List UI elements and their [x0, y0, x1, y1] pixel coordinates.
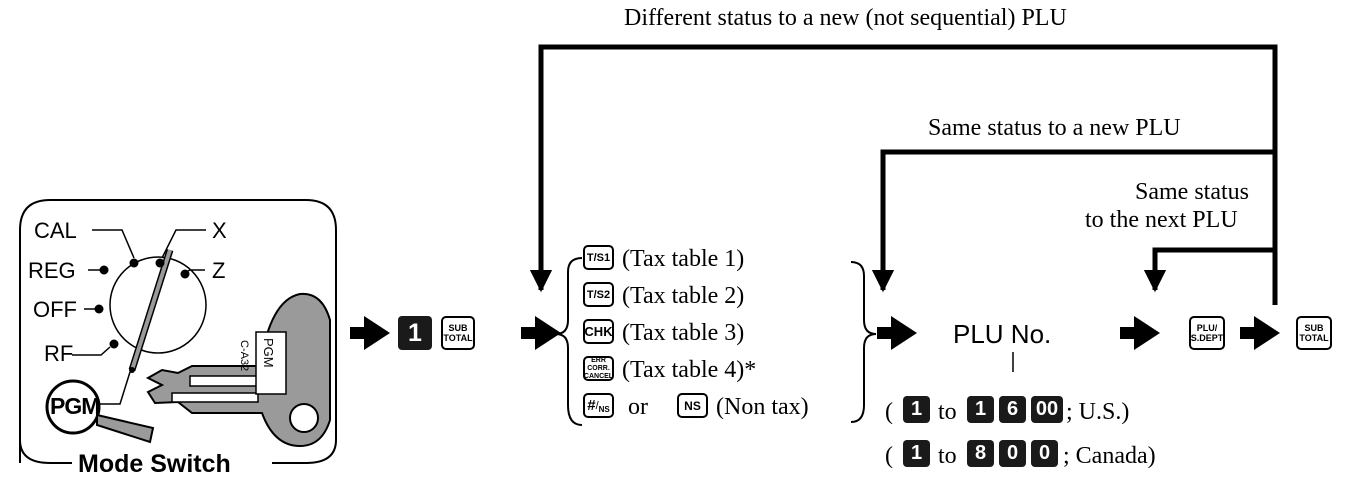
tax-option-2: (Tax table 2)	[622, 283, 745, 309]
flow-arrow-2	[521, 316, 561, 350]
mode-pos-z: Z	[212, 258, 226, 283]
mode-pos-off: OFF	[33, 297, 77, 322]
us-from-key: 1	[903, 396, 930, 423]
ca-from-key: 1	[903, 440, 930, 467]
label-same-status-new: Same status to a new PLU	[928, 115, 1181, 141]
plu-no-label: PLU No.	[953, 319, 1052, 349]
tax-option-nontax: (Non tax)	[716, 394, 809, 420]
or-text: or	[628, 394, 648, 420]
pgm-badge: PGM	[50, 393, 100, 419]
chk-key[interactable]: CHK	[583, 319, 614, 344]
ca-suffix: ; Canada)	[1063, 443, 1156, 469]
mode-switch-frame	[19, 199, 337, 464]
right-brace	[850, 261, 877, 423]
ca-to-key-3: 0	[1031, 440, 1058, 467]
mode-pos-x: X	[212, 218, 227, 243]
us-to-key-2: 6	[999, 396, 1026, 423]
key-label: PGM	[261, 338, 276, 368]
ca-to-key-1: 8	[967, 440, 994, 467]
mode-pos-cal: CAL	[34, 218, 77, 243]
key-code: C-A32	[238, 340, 250, 372]
hash-ns-key[interactable]: #/NS	[583, 393, 614, 418]
ca-to-key-2: 0	[999, 440, 1026, 467]
err-corr-key[interactable]: ERR CORR.CANCEL	[583, 356, 614, 381]
us-to-key-3: 00	[1031, 396, 1063, 423]
us-suffix: ; U.S.)	[1066, 399, 1130, 425]
mode-switch-title: Mode Switch	[78, 452, 231, 477]
mode-pos-reg: REG	[28, 258, 76, 283]
flow-arrow-4	[1120, 316, 1160, 350]
flow-arrow-3	[877, 316, 917, 350]
flow-arrow-1	[350, 316, 390, 350]
label-same-status-2: to the next PLU	[1085, 207, 1238, 233]
flow-arrow-5	[1240, 316, 1280, 350]
us-open-paren: (	[885, 399, 893, 425]
tax-option-3: (Tax table 3)	[622, 320, 745, 346]
ts2-key[interactable]: T/S2	[583, 282, 614, 307]
loop-same-status-next	[1143, 247, 1275, 293]
mode-pos-rf: RF	[44, 341, 74, 366]
ca-to-text: to	[938, 443, 957, 469]
left-brace	[555, 257, 583, 426]
ts1-key[interactable]: T/S1	[583, 245, 614, 270]
ca-open-paren: (	[885, 443, 893, 469]
us-to-text: to	[938, 399, 957, 425]
loop-same-status-new	[871, 149, 1275, 293]
label-same-status-1: Same status	[1135, 179, 1249, 205]
plu-sdept-key[interactable]: PLU/S.DEPT	[1189, 316, 1225, 350]
label-different-status: Different status to a new (not sequentia…	[624, 5, 1067, 31]
tax-option-1: (Tax table 1)	[622, 246, 745, 272]
key-1[interactable]: 1	[398, 316, 432, 350]
ns-key[interactable]: NS	[677, 393, 708, 418]
us-to-key-1: 1	[967, 396, 994, 423]
tax-option-4: (Tax table 4)*	[622, 357, 757, 383]
